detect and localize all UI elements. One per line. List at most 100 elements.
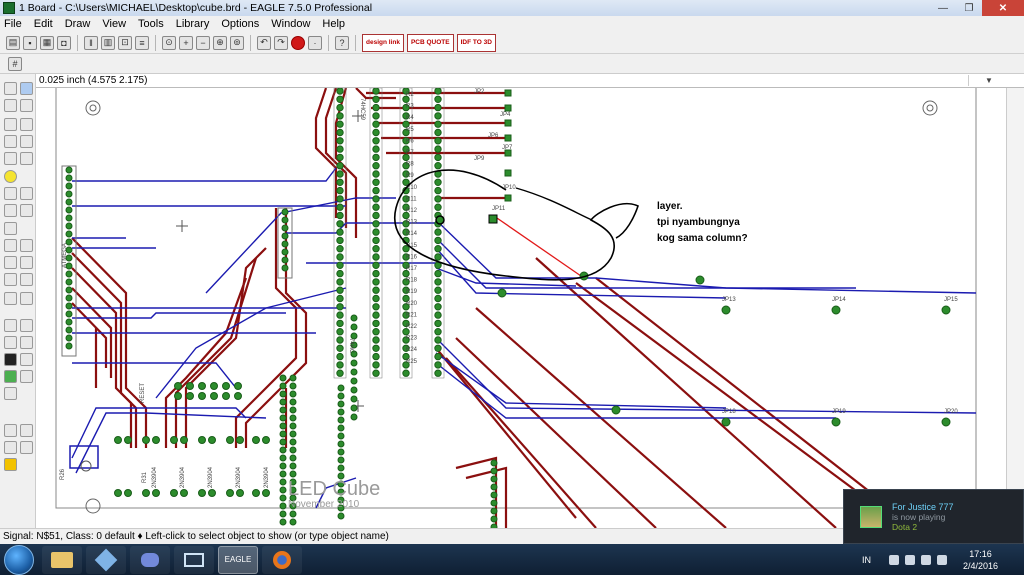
schematic-icon[interactable]: ‖ bbox=[84, 35, 98, 50]
delete-icon[interactable] bbox=[4, 187, 17, 200]
grid-icon[interactable]: # bbox=[8, 56, 22, 71]
selected-pad[interactable] bbox=[435, 215, 445, 225]
via-icon[interactable] bbox=[4, 370, 17, 383]
replace-icon[interactable] bbox=[20, 204, 33, 217]
resistor-label: R10 bbox=[406, 185, 418, 191]
route-icon[interactable] bbox=[4, 292, 17, 305]
lower-pad bbox=[337, 504, 345, 512]
minimize-button[interactable]: — bbox=[938, 2, 948, 14]
go-icon[interactable]: · bbox=[308, 35, 322, 50]
menu-window[interactable]: Window bbox=[271, 18, 311, 30]
value-icon[interactable] bbox=[20, 239, 33, 252]
transistor-pad bbox=[226, 436, 234, 444]
menu-options[interactable]: Options bbox=[221, 18, 260, 30]
language-indicator[interactable]: IN bbox=[861, 554, 871, 565]
zoom-in-icon[interactable]: + bbox=[179, 35, 193, 50]
redo-icon[interactable]: ↷ bbox=[274, 35, 288, 50]
split-icon[interactable] bbox=[4, 273, 17, 286]
display-icon[interactable] bbox=[4, 99, 17, 112]
move-icon[interactable] bbox=[4, 118, 17, 131]
info-icon[interactable] bbox=[4, 82, 17, 95]
optimize-icon[interactable] bbox=[20, 273, 33, 286]
taskbar-firefox-icon[interactable] bbox=[262, 545, 302, 574]
taskbar-virtualbox-icon[interactable] bbox=[86, 545, 126, 574]
erc-icon[interactable] bbox=[4, 441, 17, 454]
hole-icon[interactable] bbox=[4, 387, 17, 400]
add-icon[interactable] bbox=[20, 187, 33, 200]
paste-icon[interactable] bbox=[4, 170, 17, 183]
tray-network-icon[interactable] bbox=[920, 554, 931, 565]
command-dropdown-icon[interactable]: ▼ bbox=[985, 76, 993, 85]
smash-icon[interactable] bbox=[4, 256, 17, 269]
circle-icon[interactable] bbox=[4, 336, 17, 349]
design-link-button[interactable]: design link bbox=[362, 33, 404, 52]
ripup-icon[interactable] bbox=[20, 292, 33, 305]
rotate-icon[interactable] bbox=[20, 135, 33, 148]
menu-draw[interactable]: Draw bbox=[64, 18, 91, 30]
tray-flag-icon[interactable] bbox=[888, 554, 899, 565]
group-icon[interactable] bbox=[4, 152, 17, 165]
pinswap-icon[interactable] bbox=[4, 204, 17, 217]
menu-view[interactable]: View bbox=[102, 18, 127, 30]
signal-icon[interactable] bbox=[20, 370, 33, 383]
lock-icon[interactable] bbox=[4, 222, 17, 235]
rect-icon[interactable] bbox=[4, 353, 17, 366]
auto-icon[interactable] bbox=[20, 424, 33, 437]
ratsnest-icon[interactable] bbox=[4, 424, 17, 437]
ic-pad bbox=[336, 145, 344, 153]
change-icon[interactable] bbox=[20, 152, 33, 165]
selected-jp12-pad[interactable] bbox=[488, 214, 498, 224]
print-icon[interactable]: ▦ bbox=[40, 35, 54, 50]
redraw-icon[interactable]: ⊕ bbox=[213, 35, 227, 50]
script-icon[interactable]: ≡ bbox=[135, 35, 149, 50]
close-button[interactable]: ✕ bbox=[982, 0, 1024, 16]
zoom-area-icon[interactable]: ⊚ bbox=[230, 35, 244, 50]
menu-tools[interactable]: Tools bbox=[138, 18, 164, 30]
miter-icon[interactable] bbox=[20, 256, 33, 269]
taskbar-explorer-icon[interactable] bbox=[42, 545, 82, 574]
tray-volume-icon[interactable] bbox=[936, 554, 947, 565]
zoom-out-icon[interactable]: − bbox=[196, 35, 210, 50]
vertical-scrollbar[interactable] bbox=[1006, 88, 1024, 528]
eagle-app-icon bbox=[3, 2, 15, 14]
drc-icon[interactable] bbox=[20, 441, 33, 454]
start-button-icon[interactable] bbox=[4, 544, 34, 575]
wire-icon[interactable] bbox=[4, 319, 17, 332]
stop-icon[interactable] bbox=[291, 35, 305, 50]
save-icon[interactable]: ▪ bbox=[23, 35, 37, 50]
ic-pad bbox=[372, 220, 380, 228]
ic-pad bbox=[434, 311, 442, 319]
ic-pad bbox=[372, 369, 380, 377]
text-icon[interactable] bbox=[20, 319, 33, 332]
taskbar-window-icon[interactable] bbox=[174, 545, 214, 574]
cam-icon[interactable]: ◘ bbox=[57, 35, 71, 50]
taskbar-eagle-icon[interactable]: EAGLE bbox=[218, 545, 258, 574]
pcb-quote-button[interactable]: PCB QUOTE bbox=[406, 33, 454, 52]
polygon-icon[interactable] bbox=[20, 353, 33, 366]
menu-library[interactable]: Library bbox=[175, 18, 210, 30]
show-icon[interactable] bbox=[20, 82, 33, 95]
idf-to-3d-button[interactable]: IDF TO 3D bbox=[456, 33, 496, 52]
board-icon[interactable]: ▥ bbox=[101, 35, 115, 50]
menu-file[interactable]: File bbox=[4, 18, 22, 30]
errors-icon[interactable] bbox=[4, 458, 17, 471]
open-icon[interactable]: ▤ bbox=[6, 35, 20, 50]
menu-help[interactable]: Help bbox=[322, 18, 346, 30]
copy-icon[interactable] bbox=[20, 118, 33, 131]
zoom-fit-icon[interactable]: ⊙ bbox=[162, 35, 176, 50]
arc-icon[interactable] bbox=[20, 336, 33, 349]
steam-notification[interactable]: For Justice 777 is now playing Dota 2 bbox=[843, 489, 1024, 544]
name-icon[interactable] bbox=[4, 239, 17, 252]
mark-icon[interactable] bbox=[20, 99, 33, 112]
clock[interactable]: 17:16 2/4/2016 bbox=[963, 548, 998, 572]
ic-pad bbox=[336, 253, 344, 261]
mirror-icon[interactable] bbox=[4, 135, 17, 148]
help-icon[interactable]: ? bbox=[335, 35, 349, 50]
ulp-icon[interactable]: ⊡ bbox=[118, 35, 132, 50]
undo-icon[interactable]: ↶ bbox=[257, 35, 271, 50]
maximize-button[interactable]: ❐ bbox=[964, 2, 974, 14]
tray-battery-icon[interactable] bbox=[904, 554, 915, 565]
menu-edit[interactable]: Edit bbox=[33, 18, 53, 30]
taskbar-discord-icon[interactable] bbox=[130, 545, 170, 574]
